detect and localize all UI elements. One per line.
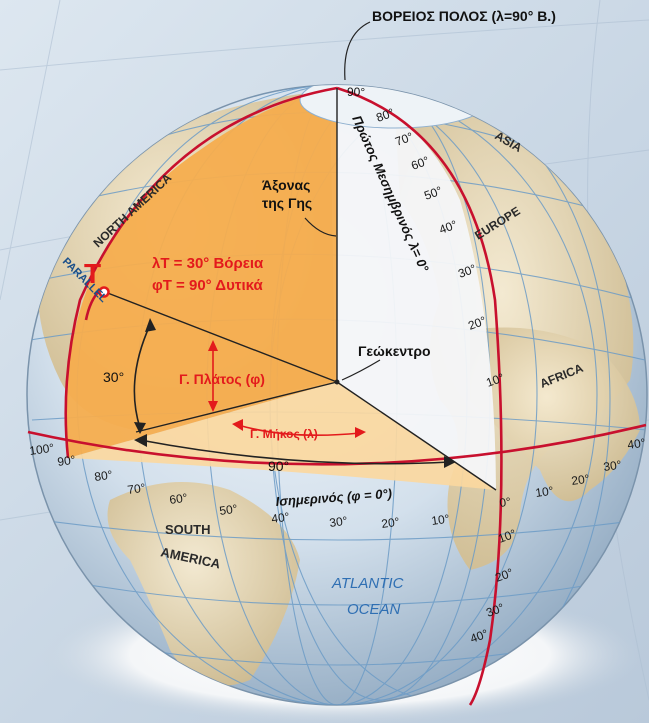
longitude-arc-arrow-left bbox=[134, 434, 147, 447]
latitude-arc-arrow-bottom bbox=[134, 422, 146, 434]
geocenter-marker bbox=[334, 379, 340, 385]
meridian-latitude-ticks: 80° 70° 60° 50° 40° 30° 20° 10° bbox=[374, 105, 506, 389]
pole-90-label: 90° bbox=[347, 85, 365, 99]
atlantic-label-1: ATLANTIC bbox=[331, 575, 404, 592]
polar-cap bbox=[299, 85, 491, 129]
lat-marker-arrow-top bbox=[208, 340, 218, 351]
equator-lon-tick-0: 100° bbox=[28, 441, 55, 458]
equator-line bbox=[27, 423, 647, 466]
equator-lon-tick-7: 30° bbox=[328, 514, 348, 530]
longitude-label: Γ. Μήκος (λ) bbox=[250, 427, 318, 441]
equator-lon-tick-13: 30° bbox=[602, 458, 622, 474]
south-lat-tick-3: 40° bbox=[468, 626, 490, 645]
south-latitude-ticks: 10° 20° 30° 40° bbox=[468, 526, 518, 645]
meridian-lat-tick-6: 20° bbox=[466, 313, 488, 332]
lat-marker-arrow-bottom bbox=[208, 401, 218, 412]
land-africa bbox=[470, 327, 640, 502]
lon-marker-arrow-left bbox=[232, 419, 243, 431]
geocenter-leader bbox=[341, 359, 381, 381]
equator-lon-tick-4: 60° bbox=[168, 491, 188, 507]
meridian-lat-tick-2: 60° bbox=[409, 153, 431, 172]
point-t-letter: Τ bbox=[84, 258, 101, 289]
equator-lon-tick-3: 70° bbox=[126, 481, 146, 497]
geocenter-label: Γεώκεντρο bbox=[358, 343, 431, 359]
angle-90-label: 90° bbox=[268, 458, 289, 474]
point-t-marker bbox=[98, 286, 110, 298]
earth-axis-label-1: Άξονας bbox=[262, 177, 310, 193]
meridian-lat-tick-1: 70° bbox=[393, 129, 415, 148]
prime-meridian-line bbox=[336, 86, 503, 706]
lon-marker-arrow-right bbox=[355, 427, 366, 438]
point-lon-text: φΤ = 90° Δυτικά bbox=[152, 277, 264, 294]
pole-leader bbox=[344, 21, 371, 81]
cutaway-white bbox=[337, 88, 496, 490]
angle-30-label: 30° bbox=[103, 369, 124, 385]
south-america-label-1: SOUTH bbox=[165, 522, 211, 537]
equator-lon-tick-6: 40° bbox=[270, 510, 290, 526]
meridian-90w-line bbox=[64, 86, 338, 459]
lon-marker-arc bbox=[237, 424, 361, 437]
meridian-section bbox=[66, 88, 338, 458]
south-lat-tick-0: 10° bbox=[496, 526, 518, 545]
radius-to-point bbox=[104, 291, 338, 383]
equator-lon-tick-5: 50° bbox=[218, 502, 238, 518]
meridian-lat-tick-4: 40° bbox=[437, 217, 459, 236]
latitude-arc bbox=[133, 324, 151, 429]
radius-90w bbox=[135, 381, 338, 433]
south-lat-tick-2: 30° bbox=[484, 600, 506, 619]
meridian-lat-tick-3: 50° bbox=[422, 183, 444, 202]
equator-lon-tick-10: 0° bbox=[498, 494, 512, 509]
meridian-lat-tick-5: 30° bbox=[456, 261, 478, 280]
latitude-arc-arrow-top bbox=[145, 318, 156, 332]
meridian-lat-tick-7: 10° bbox=[484, 370, 506, 389]
equator-lon-tick-11: 10° bbox=[534, 484, 554, 500]
latitude-label: Γ. Πλάτος (φ) bbox=[179, 371, 265, 387]
atlantic-label-2: OCEAN bbox=[347, 601, 401, 618]
earth-axis-label-2: της Γης bbox=[262, 195, 312, 211]
radius-0 bbox=[336, 381, 497, 491]
axis-leader bbox=[304, 217, 337, 237]
equator-lon-tick-12: 20° bbox=[570, 472, 590, 488]
equator-lon-tick-14: 40° bbox=[626, 436, 646, 452]
equator-longitude-ticks: 100°90°80°70°60°50°40°30°20°10°0°10°20°3… bbox=[28, 436, 646, 531]
longitude-arc-arrow-right bbox=[444, 456, 456, 468]
point-lat-text: λΤ = 30° Βόρεια bbox=[152, 255, 264, 272]
north-pole-title: ΒΟΡΕΙΟΣ ΠΟΛΟΣ (λ=90° Β.) bbox=[372, 8, 556, 24]
equator-lon-tick-1: 90° bbox=[56, 453, 76, 469]
meridian-lat-tick-0: 80° bbox=[374, 105, 396, 124]
south-lat-tick-1: 20° bbox=[493, 565, 515, 584]
longitude-arc bbox=[139, 439, 451, 465]
equator-lon-tick-9: 10° bbox=[430, 512, 450, 528]
equator-lon-tick-8: 20° bbox=[380, 515, 400, 531]
equator-lon-tick-2: 80° bbox=[93, 468, 113, 484]
